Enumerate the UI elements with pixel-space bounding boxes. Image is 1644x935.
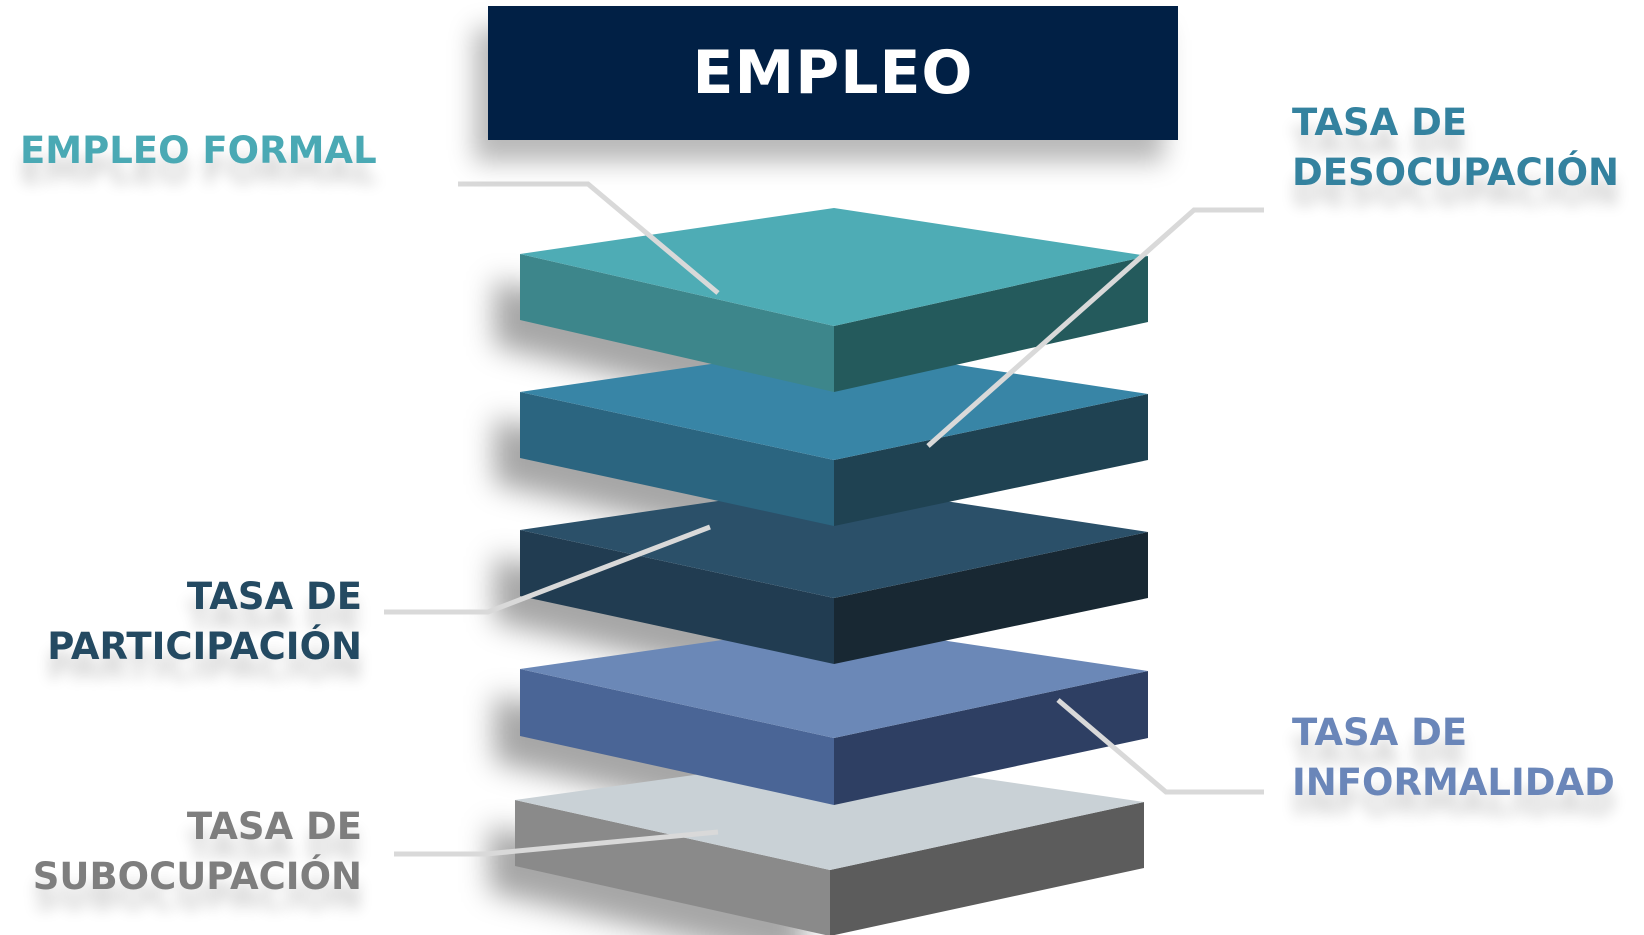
label-participacion: TASA DE PARTICIPACIÓN bbox=[10, 572, 362, 672]
connector-lines bbox=[384, 181, 1264, 857]
layer-desocupacion-right-face bbox=[834, 394, 1148, 526]
label-participacion-line1: TASA DE bbox=[186, 575, 362, 618]
label-desocupacion: TASA DE DESOCUPACIÓN bbox=[1292, 98, 1619, 198]
title-banner: EMPLEO bbox=[488, 6, 1178, 140]
layer-empleo-formal-right-face bbox=[834, 256, 1148, 392]
layer-subocupacion-left-face bbox=[515, 800, 830, 935]
layer-desocupacion-left-face bbox=[520, 392, 834, 526]
layer-participacion-left-face bbox=[520, 530, 834, 664]
label-subocupacion-line1: TASA DE bbox=[186, 805, 362, 848]
layer-desocupacion bbox=[520, 346, 1148, 526]
connector-participacion bbox=[384, 524, 711, 615]
label-subocupacion-line2: SUBOCUPACIÓN bbox=[32, 855, 362, 898]
layer-participacion-right-face bbox=[834, 532, 1148, 664]
label-informalidad: TASA DE INFORMALIDAD bbox=[1292, 708, 1615, 808]
layer-informalidad bbox=[520, 624, 1148, 805]
label-desocupacion-line1: TASA DE bbox=[1292, 101, 1468, 144]
label-informalidad-line1: TASA DE bbox=[1292, 711, 1468, 754]
layer-informalidad-left-face bbox=[520, 669, 834, 805]
connector-informalidad bbox=[1056, 698, 1264, 795]
connector-subocupacion bbox=[394, 829, 719, 857]
label-empleo-formal: EMPLEO FORMAL bbox=[20, 126, 377, 176]
layer-informalidad-top-face bbox=[520, 624, 1148, 738]
layer-subocupacion-right-face bbox=[830, 802, 1144, 935]
label-empleo-formal-text: EMPLEO FORMAL bbox=[20, 129, 377, 172]
connector-desocupacion bbox=[926, 207, 1264, 448]
page-title: EMPLEO bbox=[692, 38, 974, 108]
label-subocupacion: TASA DE SUBOCUPACIÓN bbox=[4, 802, 362, 902]
layer-participacion-top-face bbox=[520, 484, 1148, 598]
layer-empleo-formal-top-face bbox=[520, 208, 1148, 326]
layer-desocupacion-top-face bbox=[520, 346, 1148, 460]
layer-subocupacion bbox=[515, 756, 1144, 935]
layer-participacion bbox=[520, 484, 1148, 664]
layer-stack bbox=[515, 208, 1148, 935]
layer-empleo-formal bbox=[520, 208, 1148, 392]
layer-informalidad-right-face bbox=[834, 671, 1148, 805]
layer-subocupacion-top-face bbox=[515, 756, 1144, 870]
label-desocupacion-line2: DESOCUPACIÓN bbox=[1292, 151, 1619, 194]
label-participacion-line2: PARTICIPACIÓN bbox=[47, 625, 362, 668]
layer-empleo-formal-left-face bbox=[520, 254, 834, 392]
connector-empleo-formal bbox=[458, 181, 720, 295]
label-informalidad-line2: INFORMALIDAD bbox=[1292, 761, 1615, 804]
